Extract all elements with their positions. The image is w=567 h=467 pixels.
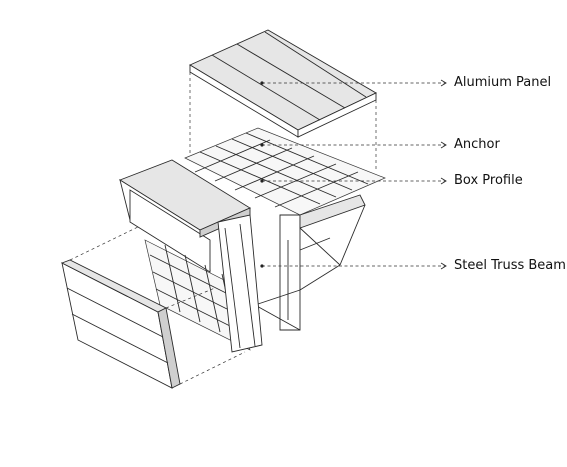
top-aluminium-panel (189, 29, 377, 138)
label-aluminium-panel: Alumium Panel (454, 75, 552, 90)
label-steel-truss-beam: Steel Truss Beam (454, 258, 566, 273)
leader-lines (260, 79, 447, 270)
left-aluminium-panel (60, 259, 181, 389)
label-box-profile: Box Profile (454, 173, 523, 188)
steel-truss-beam (254, 194, 366, 331)
left-panel-projection-lines (69, 225, 246, 385)
top-panel-projection-lines (189, 72, 377, 170)
label-anchor: Anchor (454, 137, 500, 152)
side-frame (217, 214, 263, 353)
